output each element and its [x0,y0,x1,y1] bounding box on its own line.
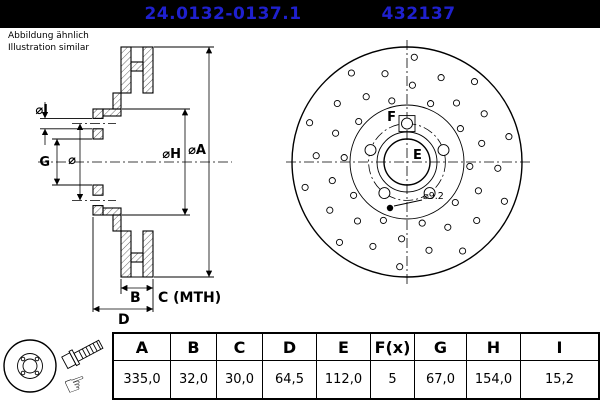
table-header-e: E [316,334,370,361]
table-header-b: B [170,334,216,361]
label-dia: ⌀ [68,153,76,168]
table-value-b: 32,0 [170,361,216,398]
outer-plate-bottom [142,230,154,278]
fitting-position-square [398,115,416,133]
label-c-mth: C (MTH) [158,290,221,306]
table-value-e: 112,0 [316,361,370,398]
drill-holes [301,53,513,271]
label-dia-i: ⌀I [35,103,48,118]
table-value-d: 64,5 [262,361,316,398]
label-pin-hole: ⌀9.2 [423,191,444,202]
table-value-f: 5 [370,361,414,398]
outer-diameter-circle [291,46,523,278]
table-value-a: 335,0 [123,372,161,387]
center-hole-circle [383,138,431,186]
similarity-note-de: Abbildung ähnlich [8,31,89,41]
pin-hole-leader-line [393,199,423,207]
hat-step-bottom [112,214,122,232]
title-bar: 24.0132-0137.1 432137 [0,0,600,28]
part-number: 24.0132-0137.1 [144,4,302,24]
similarity-note: Abbildung ähnlich Illustration similar [8,31,89,54]
label-d: D [118,312,130,328]
table-header-i: I [520,334,598,361]
hat-wall-bottom [102,207,122,216]
table-header-g: G [414,334,466,361]
table-header-f: F(x) [370,334,414,361]
section-view [38,46,232,278]
table-value-c: 30,0 [216,361,262,398]
bolt-shape [61,339,104,370]
flange-bottom-inner [92,184,104,196]
brake-disc-icon [3,339,57,393]
table-header-d: D [262,334,316,361]
inner-plate-top [120,46,132,94]
flange-top-inner [92,128,104,140]
disc-icon-hub [17,353,43,379]
hat-step-top [112,92,122,110]
label-e: E [413,148,422,163]
section-dimensions: ⌀I G ⌀ ⌀H ⌀A B C (MTH) D [35,46,221,328]
vent-vane-top [130,61,144,72]
bottom-strip: ☞ A B C D E F(x) G H I 335,0 32,0 30,0 6… [0,332,600,400]
table-value-h: 154,0 [466,361,520,398]
label-b: B [130,290,141,306]
inner-plate-bottom [120,230,132,278]
legend-icons: ☞ [0,332,112,400]
hat-wall-top [102,108,122,117]
vent-vane-bottom [130,252,144,263]
outer-plate-top [142,46,154,94]
disc-icon-outer [3,339,57,393]
similarity-note-en: Illustration similar [8,42,90,53]
article-number: 432137 [381,4,456,24]
label-dia-a: ⌀A [188,143,206,158]
label-g: G [39,155,50,170]
hand-icon: ☞ [60,367,92,398]
table-header-c: C [216,334,262,361]
flange-bottom-outer [92,205,104,216]
front-crosshair-centerlines [286,40,530,286]
dimension-table: A B C D E F(x) G H I 335,0 32,0 30,0 64,… [112,332,600,400]
rim-edges [131,46,143,278]
label-dia-h: ⌀H [162,147,181,162]
flange-top-outer [92,108,104,119]
table-value-g: 67,0 [414,361,466,398]
table-header-h: H [466,334,520,361]
bolt-icon: ☞ [60,339,104,398]
front-view: F E ⌀9.2 [286,40,530,286]
technical-drawing: ⌀I G ⌀ ⌀H ⌀A B C (MTH) D F E ⌀9.2 [35,40,530,328]
locating-pin-hole [386,204,394,212]
bolt-holes [364,117,450,200]
table-value-i: 15,2 [520,361,598,398]
disc-icon-center [22,358,38,374]
hub-circle [349,104,465,220]
label-f: F [387,110,396,125]
table-header-a: A [114,334,170,361]
